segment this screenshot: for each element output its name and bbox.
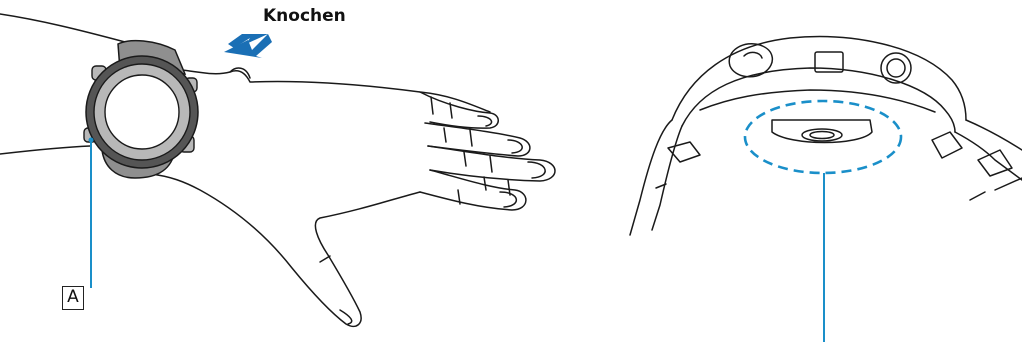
nail-little <box>500 192 516 207</box>
nail-middle <box>508 140 522 153</box>
watch-back-button-right <box>881 53 911 83</box>
arm-lower-outline <box>0 146 90 154</box>
callout-a-dot <box>89 138 94 143</box>
watch-back-button-left <box>729 44 772 77</box>
watch-back-illustration <box>630 37 1022 235</box>
button-a-label: A <box>62 286 84 310</box>
hand-illustration <box>0 14 555 326</box>
hand-back-outline <box>182 70 490 112</box>
nail-ring <box>528 162 545 178</box>
bone-label: Knochen <box>263 6 346 26</box>
nail-index <box>478 116 492 126</box>
nail-thumb <box>340 310 352 324</box>
arm-upper-outline <box>0 14 125 42</box>
watch-front-illustration <box>84 41 198 178</box>
palm-lower-outline <box>150 174 420 326</box>
watch-back-strap-left <box>630 120 672 235</box>
watch-face <box>105 75 179 149</box>
sensor-area-dashed-ellipse <box>745 101 901 173</box>
